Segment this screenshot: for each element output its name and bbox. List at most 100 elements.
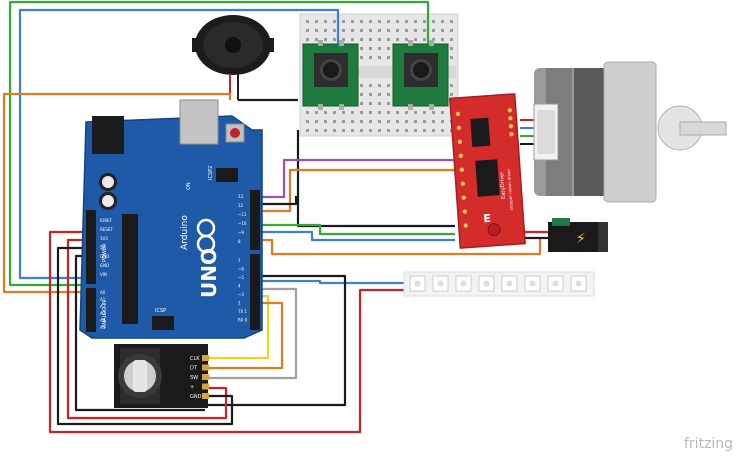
digital-pin-label: TX 1 xyxy=(237,309,247,314)
breadboard-hole xyxy=(378,38,381,41)
breadboard-hole xyxy=(342,111,345,114)
breadboard-hole xyxy=(396,38,399,41)
breadboard-hole xyxy=(378,93,381,96)
encoder-pin-label: SW xyxy=(190,375,198,381)
digital-pin-label: ~11 xyxy=(238,212,247,217)
led-dot xyxy=(437,280,444,287)
breadboard-hole xyxy=(378,56,381,59)
push-button-left[interactable] xyxy=(302,40,359,110)
breadboard-hole xyxy=(405,20,408,23)
breadboard-hole xyxy=(315,120,318,123)
breadboard-hole xyxy=(324,111,327,114)
driver-pin xyxy=(462,209,467,214)
analog-pin-label: A4 xyxy=(100,318,106,323)
power-jack-symbol: ⚡ xyxy=(576,231,586,247)
breadboard-hole xyxy=(432,29,435,32)
arduino-brand: Arduino xyxy=(180,215,190,250)
icsp-label: ICSP xyxy=(155,308,166,314)
encoder-pin xyxy=(202,374,209,380)
breadboard-hole xyxy=(369,56,372,59)
stepper-motor-icon xyxy=(533,61,727,203)
encoder-pin-label: GND xyxy=(190,394,202,400)
breadboard-hole xyxy=(441,129,444,132)
breadboard-hole xyxy=(441,20,444,23)
easydriver-board: E EasyDriver stepper motor driver xyxy=(449,93,526,249)
breadboard-hole xyxy=(315,111,318,114)
breadboard-hole xyxy=(306,120,309,123)
led-dot xyxy=(529,280,536,287)
breadboard-hole xyxy=(351,129,354,132)
driver-pin xyxy=(460,181,466,186)
breadboard-hole xyxy=(306,111,309,114)
breadboard-hole xyxy=(441,120,444,123)
breadboard-hole xyxy=(333,120,336,123)
breadboard-hole xyxy=(423,111,426,114)
breadboard-hole xyxy=(360,129,363,132)
digital-pin-label: ~5 xyxy=(238,275,244,280)
arduino-uno-board: Arduino UNO ICSP ICSP2 ON POWER ANALOG I… xyxy=(79,99,263,339)
power-pin-label: GND xyxy=(100,254,109,259)
breadboard-hole xyxy=(306,38,309,41)
breadboard-hole xyxy=(450,93,453,96)
easydriver-logo: E xyxy=(483,212,491,225)
breadboard-hole xyxy=(450,29,453,32)
driver-pin xyxy=(508,116,513,121)
driver-pin xyxy=(507,108,513,113)
power-pin-label: 3V3 xyxy=(100,236,108,241)
breadboard-hole xyxy=(423,38,426,41)
breadboard-hole xyxy=(405,111,408,114)
breadboard-hole xyxy=(378,120,381,123)
breadboard-hole xyxy=(414,20,417,23)
push-button-right[interactable] xyxy=(392,40,449,110)
analog-pin-label: A0 xyxy=(100,290,106,295)
led-dot xyxy=(552,280,559,287)
power-title: POWER xyxy=(102,243,108,262)
driver-pin xyxy=(457,139,463,145)
breadboard-hole xyxy=(387,93,390,96)
breadboard-hole xyxy=(414,111,417,114)
easydriver-name: EasyDriver xyxy=(499,171,507,199)
breadboard-hole xyxy=(450,20,453,23)
breadboard-hole xyxy=(405,29,408,32)
breadboard-hole xyxy=(360,56,363,59)
led-dot xyxy=(575,280,582,287)
driver-pin xyxy=(461,195,467,200)
breadboard-hole xyxy=(369,47,372,50)
breadboard-hole xyxy=(396,20,399,23)
breadboard-hole xyxy=(378,20,381,23)
breadboard-hole xyxy=(378,129,381,132)
breadboard-hole xyxy=(315,129,318,132)
analog-header xyxy=(86,288,96,332)
dc-barrel-jack xyxy=(92,116,124,154)
breadboard-hole xyxy=(432,38,435,41)
encoder-pin xyxy=(202,383,209,390)
breadboard-hole xyxy=(414,29,417,32)
power-pin-label: IOREF xyxy=(100,218,113,223)
breadboard-hole xyxy=(342,29,345,32)
driver-pin xyxy=(455,111,461,117)
breadboard-hole xyxy=(396,120,399,123)
power-pin-label: RESET xyxy=(100,227,113,232)
analog-pin-label: A3 xyxy=(100,311,106,316)
encoder-pin-label: DT xyxy=(190,366,198,372)
led-strip-icon xyxy=(403,271,595,297)
digital-pin-label: RX 0 xyxy=(238,318,248,323)
breadboard-hole xyxy=(441,111,444,114)
encoder-pin xyxy=(202,355,209,361)
breadboard-hole xyxy=(387,102,390,105)
breadboard-hole xyxy=(342,38,345,41)
breadboard-hole xyxy=(432,129,435,132)
breadboard-hole xyxy=(414,129,417,132)
breadboard-hole xyxy=(423,129,426,132)
driver-pin xyxy=(456,125,462,131)
breadboard-hole xyxy=(333,29,336,32)
breadboard-hole xyxy=(360,29,363,32)
breadboard-hole xyxy=(387,38,390,41)
digital-pin-label: ~6 xyxy=(238,267,244,272)
digital-pin-label: 8 xyxy=(238,239,241,244)
breadboard-hole xyxy=(387,120,390,123)
driver-pin xyxy=(463,223,468,228)
breadboard-hole xyxy=(423,20,426,23)
